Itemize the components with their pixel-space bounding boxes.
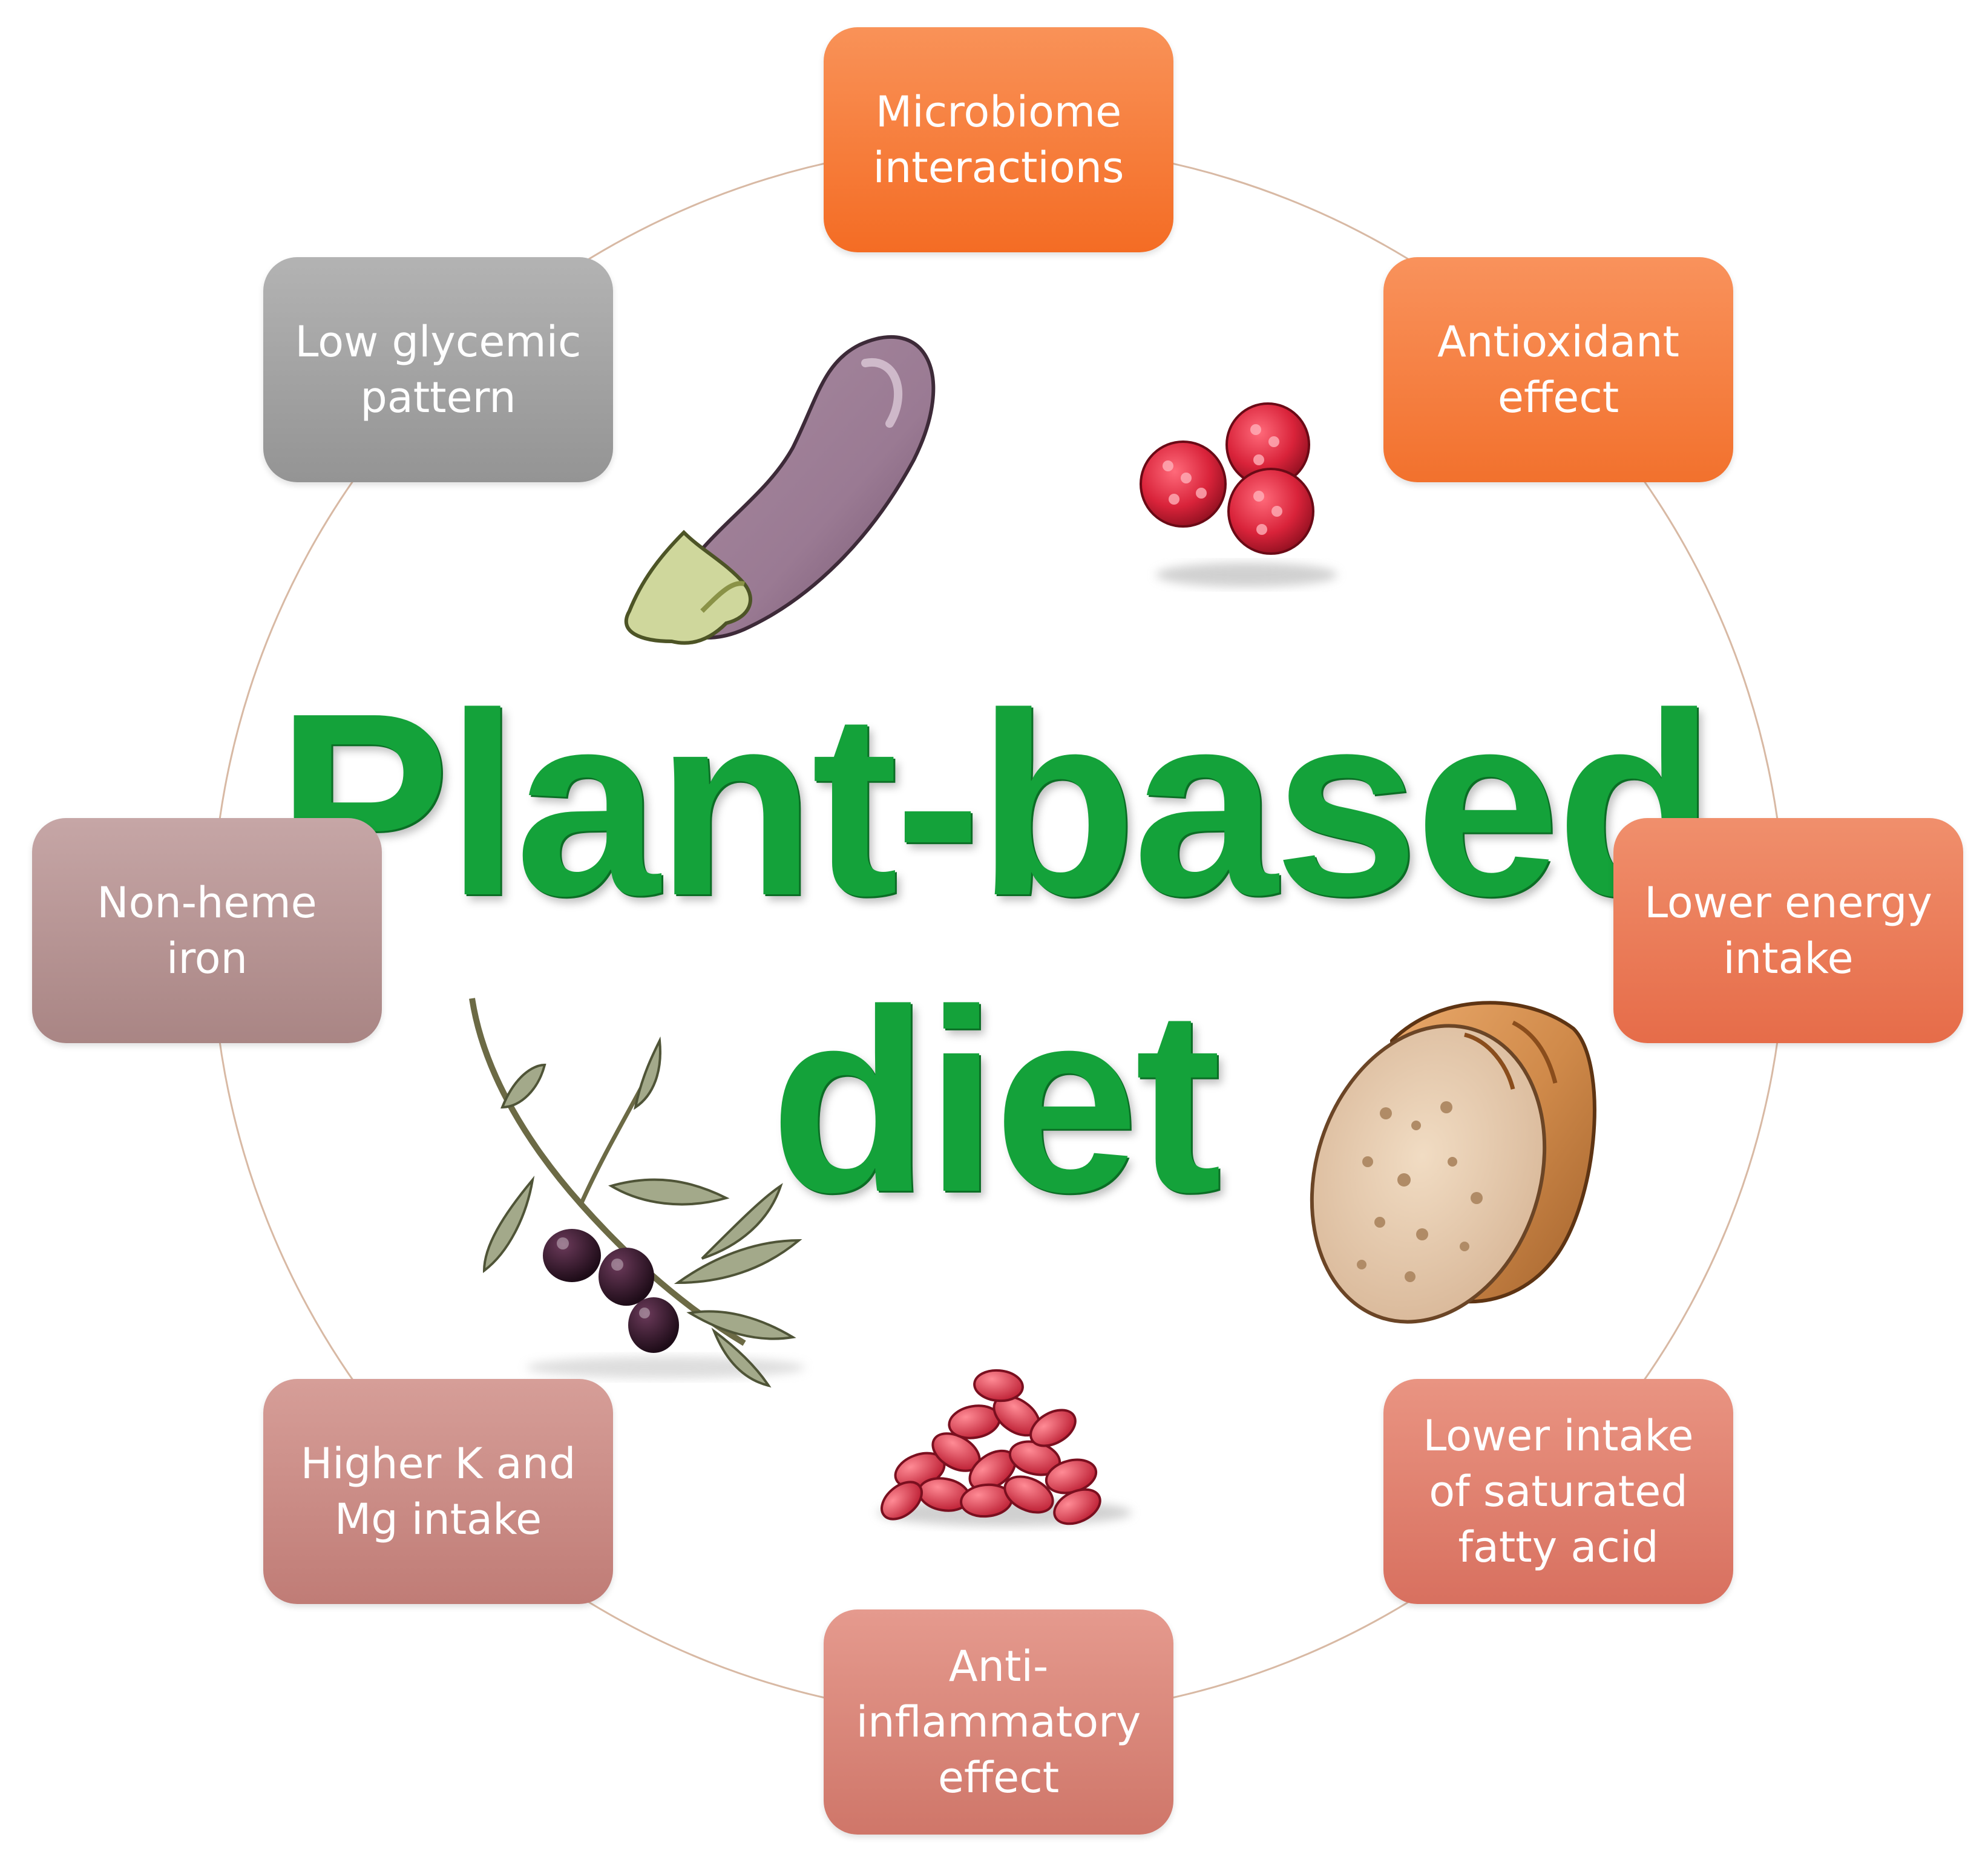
kidney-beans-icon (878, 1369, 1132, 1526)
node-anti-inflammatory: Anti- inflammatory effect (824, 1609, 1173, 1835)
node-lower-saturated-fat: Lower intake of saturated fatty acid (1383, 1379, 1733, 1604)
node-microbiome-interactions: Microbiome interactions (824, 27, 1173, 252)
node-non-heme-iron: Non-heme iron (32, 818, 382, 1043)
node-antioxidant-effect: Antioxidant effect (1383, 257, 1733, 482)
title-line-1: Plant-based (276, 660, 1715, 950)
node-lower-energy-intake: Lower energy intake (1613, 818, 1963, 1043)
node-low-glycemic-pattern: Low glycemic pattern (263, 257, 613, 482)
title-line-2: diet (770, 956, 1221, 1246)
raspberries-icon (1140, 402, 1337, 587)
eggplant-icon (624, 335, 936, 645)
olive-branch-icon (469, 998, 805, 1388)
node-higher-k-mg-intake: Higher K and Mg intake (263, 1379, 613, 1604)
bread-loaf-icon (1310, 1001, 1596, 1324)
